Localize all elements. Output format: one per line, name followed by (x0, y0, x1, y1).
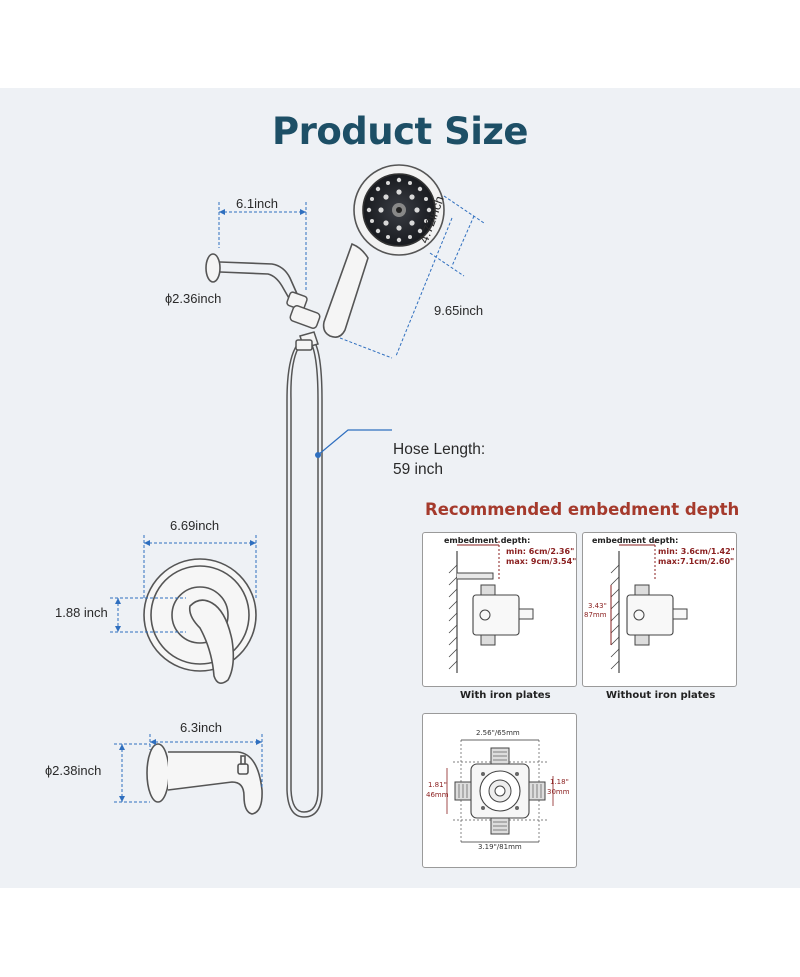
without-plates-drawing (610, 541, 688, 673)
spout-diameter-label: ɸ2.38inch (45, 763, 102, 778)
page-title: Product Size (271, 110, 529, 153)
without-plates-caption: Without iron plates (606, 690, 716, 701)
trim-width-label: 6.69inch (170, 518, 220, 533)
lever-height-label: 1.88 inch (55, 605, 108, 620)
without-plates-box (582, 532, 737, 687)
dimension-arrowheads (115, 209, 306, 802)
with-plates-max: max: 9cm/3.54" (506, 557, 577, 566)
valve-right-in: 1.18" (550, 778, 569, 786)
without-plates-max: max:7.1cm/2.60" (658, 557, 735, 566)
without-plates-min: min: 3.6cm/1.42" (658, 547, 735, 556)
valve-top-box (422, 713, 577, 868)
arm-length-label: 6.1inch (236, 196, 278, 211)
with-plates-box (422, 532, 577, 687)
shower-arm (205, 253, 299, 301)
without-plates-depth-label: embedment depth: (592, 536, 679, 545)
spray-nozzles (366, 177, 432, 243)
hose-callout (315, 429, 392, 458)
with-plates-drawing (448, 541, 534, 673)
with-plates-min: min: 6cm/2.36" (506, 547, 575, 556)
without-plates-side-in: 3.43" (588, 602, 607, 610)
valve-left-mm: 46mm (426, 791, 449, 799)
shower-hose (286, 339, 323, 818)
spout-length-label: 6.3inch (180, 720, 222, 735)
hose-length-value: 59 inch (393, 461, 443, 478)
valve-bottom-dimension: 3.19"/81mm (478, 843, 522, 851)
dimension-lines (110, 195, 485, 803)
valve-right-mm: 30mm (547, 788, 570, 796)
with-plates-depth-label: embedment depth: (444, 536, 531, 545)
valve-left-in: 1.81" (428, 781, 447, 789)
embedment-title: Recommended embedment depth (425, 500, 740, 519)
without-plates-side-mm: 87mm (584, 611, 607, 619)
with-plates-caption: With iron plates (460, 690, 551, 701)
valve-top-dimension: 2.56"/65mm (476, 729, 520, 737)
hand-shower (322, 164, 445, 338)
flange-diameter-label: ɸ2.36inch (165, 291, 222, 306)
valve-top-drawing (446, 739, 554, 843)
handle-length-label: 9.65inch (434, 303, 484, 318)
tub-spout (146, 743, 263, 815)
valve-trim (143, 558, 257, 684)
hose-length-label: Hose Length: (393, 441, 486, 458)
